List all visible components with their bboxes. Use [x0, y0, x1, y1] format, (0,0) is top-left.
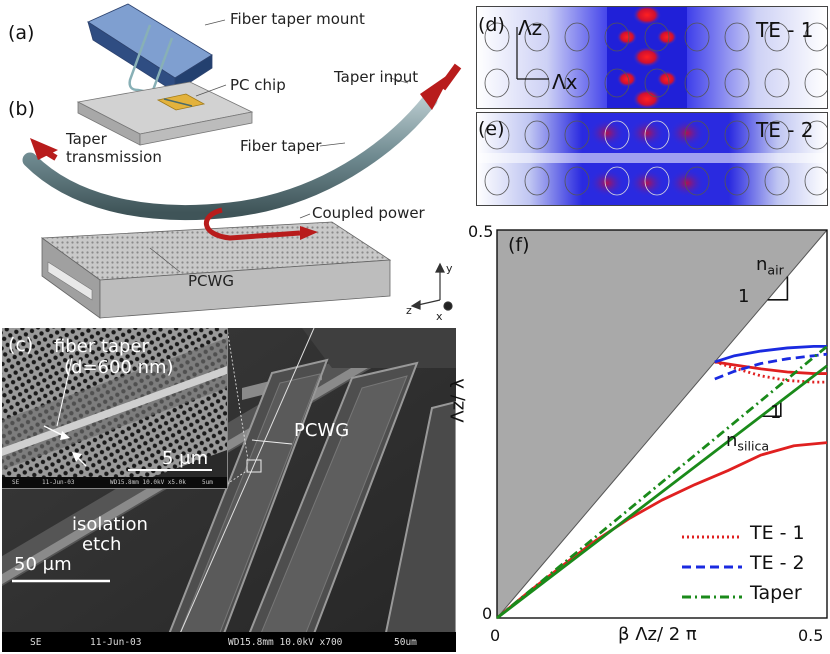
- panel-d-letter: (d): [478, 14, 505, 36]
- label-taper-transmission-2: transmission: [66, 148, 162, 166]
- axis-x-label: x: [436, 310, 443, 323]
- sem-bar-date: 11-Jun-03: [90, 637, 142, 648]
- coupled-power-arrow: [203, 207, 301, 241]
- label-taper-transmission-1: Taper: [66, 130, 107, 148]
- panel-a-letter: (a): [8, 22, 35, 44]
- panel-c-letter: (c): [8, 334, 34, 356]
- inset-bar-scale: 5um: [202, 479, 213, 486]
- legend-taper: Taper: [750, 582, 802, 604]
- label-coupled-power: Coupled power: [312, 204, 425, 222]
- x-axis-label: β Λz/ 2 π: [618, 624, 697, 645]
- legend-te2: TE - 2: [750, 552, 805, 574]
- te1-field-map: [477, 7, 827, 108]
- y-axis-label: Λz/ λ: [447, 378, 469, 423]
- label-inset-scale: 5 μm: [162, 448, 209, 469]
- lambda-z-label: Λz: [518, 16, 543, 40]
- y-tick-bottom: 0: [482, 604, 493, 623]
- inset-bar-mode: SE: [12, 479, 20, 486]
- axis-y-label: y: [446, 262, 453, 275]
- mode-profile-te2: [476, 112, 828, 206]
- label-fiber-taper: Fiber taper: [240, 137, 322, 155]
- series-line-3: [714, 345, 827, 364]
- taper-transmission-arrow: [30, 138, 58, 160]
- label-pcwg: PCWG: [188, 272, 234, 290]
- label-sem-scale: 50 μm: [14, 554, 72, 575]
- series-line-5: [496, 364, 828, 620]
- label-isolation: isolation: [72, 514, 148, 535]
- chart-series-group: [496, 345, 828, 620]
- n-air-label: nair: [756, 254, 784, 278]
- n-silica-label: nsilica: [726, 430, 770, 454]
- label-inset-fiber-taper: fiber taper: [54, 336, 149, 357]
- sem-bar-mode: SE: [30, 637, 42, 648]
- legend-te1: TE - 1: [750, 522, 805, 544]
- inset-bar-params: WD15.8mm 10.0kV x5.0k: [110, 479, 186, 486]
- panel-e-letter: (e): [478, 118, 505, 140]
- fiber-taper-mount: [87, 3, 213, 104]
- label-etch: etch: [82, 534, 122, 555]
- slope-one-air: 1: [738, 286, 750, 307]
- lambda-x-label: Λx: [552, 70, 578, 94]
- y-tick-top: 0.5: [468, 222, 494, 241]
- inset-bar-date: 11-Jun-03: [42, 479, 75, 486]
- te2-mode-label: TE - 2: [756, 118, 814, 142]
- inset-texture: [2, 328, 227, 488]
- series-line-0: [714, 360, 827, 384]
- series-line-6: [496, 345, 828, 620]
- te2-field-map: [477, 113, 827, 205]
- plot-frame: [496, 229, 828, 619]
- light-line: [496, 229, 828, 619]
- sem-bar-params: WD15.8mm 10.0kV x700: [228, 637, 343, 648]
- n-air-slope-triangle: [767, 276, 789, 301]
- label-taper-input: Taper input: [334, 68, 419, 86]
- x-tick-left: 0: [490, 626, 501, 645]
- label-sem-pcwg: PCWG: [294, 420, 350, 441]
- axis-triad: [410, 262, 453, 311]
- panel-f-letter: (f): [508, 234, 530, 256]
- chart-frame: [496, 229, 828, 619]
- mode-profile-te1: [476, 6, 828, 109]
- x-tick-right: 0.5: [798, 626, 824, 645]
- schematic-drawing: [22, 3, 462, 319]
- te1-mode-label: TE - 1: [756, 18, 814, 42]
- label-fiber-taper-mount: Fiber taper mount: [230, 10, 365, 28]
- inset-info-bar: SE 11-Jun-03 WD15.8mm 10.0kV x5.0k 5um: [2, 477, 227, 488]
- label-pc-chip: PC chip: [230, 76, 286, 94]
- slope-one-silica: 1: [770, 402, 782, 423]
- sem-info-bar: SE 11-Jun-03 WD15.8mm 10.0kV x700 50um: [2, 632, 456, 652]
- fiber-taper-tube: [22, 92, 438, 220]
- n-silica-slope-triangle: [761, 400, 782, 418]
- sem-inset: SE 11-Jun-03 WD15.8mm 10.0kV x5.0k 5um: [2, 328, 228, 489]
- sem-bar-scale: 50um: [394, 637, 417, 648]
- dispersion-chart: [496, 229, 828, 620]
- pc-chip-base: [76, 81, 254, 146]
- axis-z-label: z: [406, 304, 412, 317]
- label-inset-diameter: (d=600 nm): [64, 357, 174, 378]
- sem-image: SE 11-Jun-03 WD15.8mm 10.0kV x5.0k 5um S…: [2, 328, 456, 652]
- panel-b-letter: (b): [8, 98, 35, 120]
